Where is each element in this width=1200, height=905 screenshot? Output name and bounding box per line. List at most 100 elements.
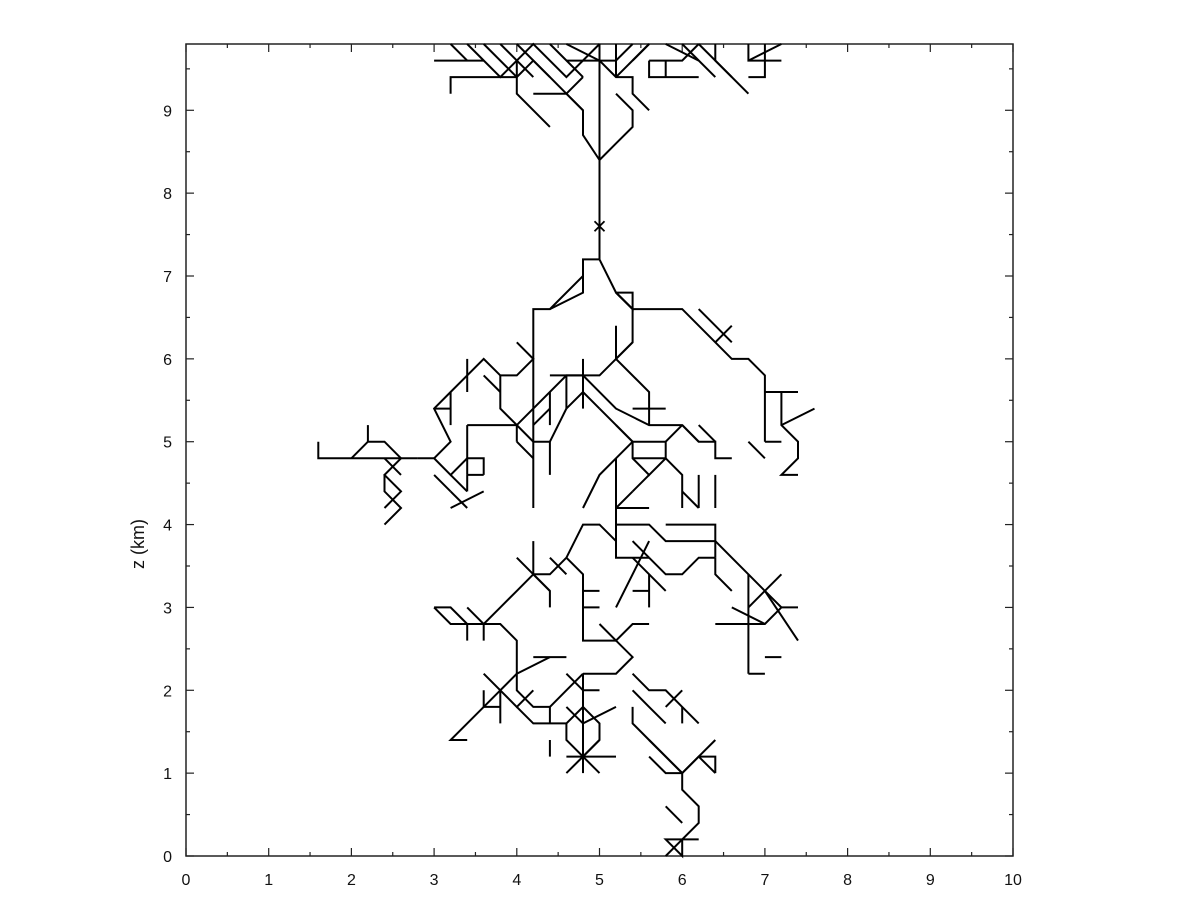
branch-segment <box>532 407 551 426</box>
branch-segment <box>466 42 601 79</box>
branch-segment <box>565 43 600 62</box>
branch-segment <box>449 490 468 509</box>
branch-segment <box>499 43 535 78</box>
branch-segment <box>631 672 700 725</box>
branch-segment <box>778 392 799 476</box>
x-tick-label: 10 <box>1004 872 1022 889</box>
branch-segment <box>615 43 634 62</box>
branch-segment <box>632 308 766 442</box>
branch-segment <box>433 474 452 493</box>
branch-segment <box>648 556 716 576</box>
x-tick-label: 7 <box>760 872 769 889</box>
branch-segment <box>516 43 551 78</box>
y-tick-label: 6 <box>163 352 172 369</box>
branch-segment <box>317 441 418 460</box>
branch-segment <box>482 43 518 78</box>
branch-segment <box>582 755 601 774</box>
branch-segment <box>714 324 733 344</box>
y-tick-label: 8 <box>163 186 172 203</box>
y-tick-label: 3 <box>163 600 172 617</box>
branch-segment <box>481 573 535 724</box>
branch-segment <box>697 308 733 344</box>
branch-segment <box>615 458 650 509</box>
branch-segment <box>434 606 468 625</box>
branch-segment <box>665 43 700 62</box>
branch-segment <box>615 424 683 477</box>
branch-segment <box>449 474 468 493</box>
branch-segment <box>449 59 601 161</box>
branch-segment <box>748 44 766 79</box>
branch-segment <box>516 556 551 592</box>
branch-segment <box>383 457 402 476</box>
branch-segment <box>631 540 650 559</box>
branch-segment <box>466 606 485 641</box>
branch-segment <box>482 374 502 393</box>
branch-segment <box>714 44 750 95</box>
branch-segment <box>433 606 501 625</box>
branch-segment <box>449 43 468 62</box>
branch-segment <box>780 407 815 426</box>
branch-segment <box>565 556 600 642</box>
y-tick-label: 0 <box>163 849 172 866</box>
branch-segment <box>598 623 650 643</box>
branch-segment <box>582 440 634 509</box>
branch-segment <box>747 43 782 62</box>
branch-segment <box>383 474 403 526</box>
branch-segment <box>631 689 667 725</box>
branch-segment <box>631 706 700 775</box>
branch-segment <box>515 60 551 128</box>
branch-segment <box>616 523 716 543</box>
branch-segment <box>515 656 551 724</box>
branch-segment <box>648 755 683 775</box>
x-tick-label: 2 <box>347 872 356 889</box>
plot-area <box>317 42 815 859</box>
x-tick-label: 9 <box>926 872 935 889</box>
branch-segment <box>565 76 584 95</box>
x-tick-label: 6 <box>678 872 687 889</box>
branch-segment <box>598 59 650 112</box>
branch-segment <box>631 474 650 493</box>
branch-segment <box>350 440 402 460</box>
y-tick-label: 9 <box>163 103 172 120</box>
branch-segment <box>714 540 783 625</box>
branch-segment <box>631 43 650 62</box>
x-tick-label: 1 <box>264 872 273 889</box>
branch-segment <box>615 540 650 608</box>
branch-segment <box>448 689 502 741</box>
branch-segment <box>681 490 700 509</box>
branch-segment <box>698 755 717 774</box>
branch-segment <box>549 672 584 708</box>
branch-segment <box>681 43 717 78</box>
branch-segment <box>450 490 485 509</box>
branch-segment <box>499 375 518 442</box>
y-tick-label: 2 <box>163 683 172 700</box>
branch-segment <box>549 408 568 443</box>
branch-segment <box>649 43 700 62</box>
branch-segment <box>747 440 766 460</box>
x-tick-label: 0 <box>182 872 191 889</box>
branch-segment <box>664 805 683 824</box>
branch-segment <box>648 739 717 775</box>
branch-segment <box>533 523 617 576</box>
branch-segment <box>731 606 766 625</box>
branch-segment <box>482 690 501 708</box>
branch-segment <box>697 424 717 443</box>
branch-segment <box>532 573 551 608</box>
y-tick-label: 7 <box>163 269 172 286</box>
branch-segment <box>549 556 568 576</box>
y-tick-label: 4 <box>163 518 172 535</box>
branch-segment <box>615 291 634 310</box>
branch-segment <box>681 424 732 460</box>
y-tick-label: 5 <box>163 435 172 452</box>
branch-segment <box>714 557 733 592</box>
branch-segment <box>663 773 700 859</box>
y-tick-label: 1 <box>163 766 172 783</box>
x-tick-label: 3 <box>430 872 439 889</box>
branch-segment <box>516 705 601 759</box>
branch-segment <box>533 92 584 112</box>
branch-segment <box>549 276 584 310</box>
branch-segment <box>432 341 535 460</box>
